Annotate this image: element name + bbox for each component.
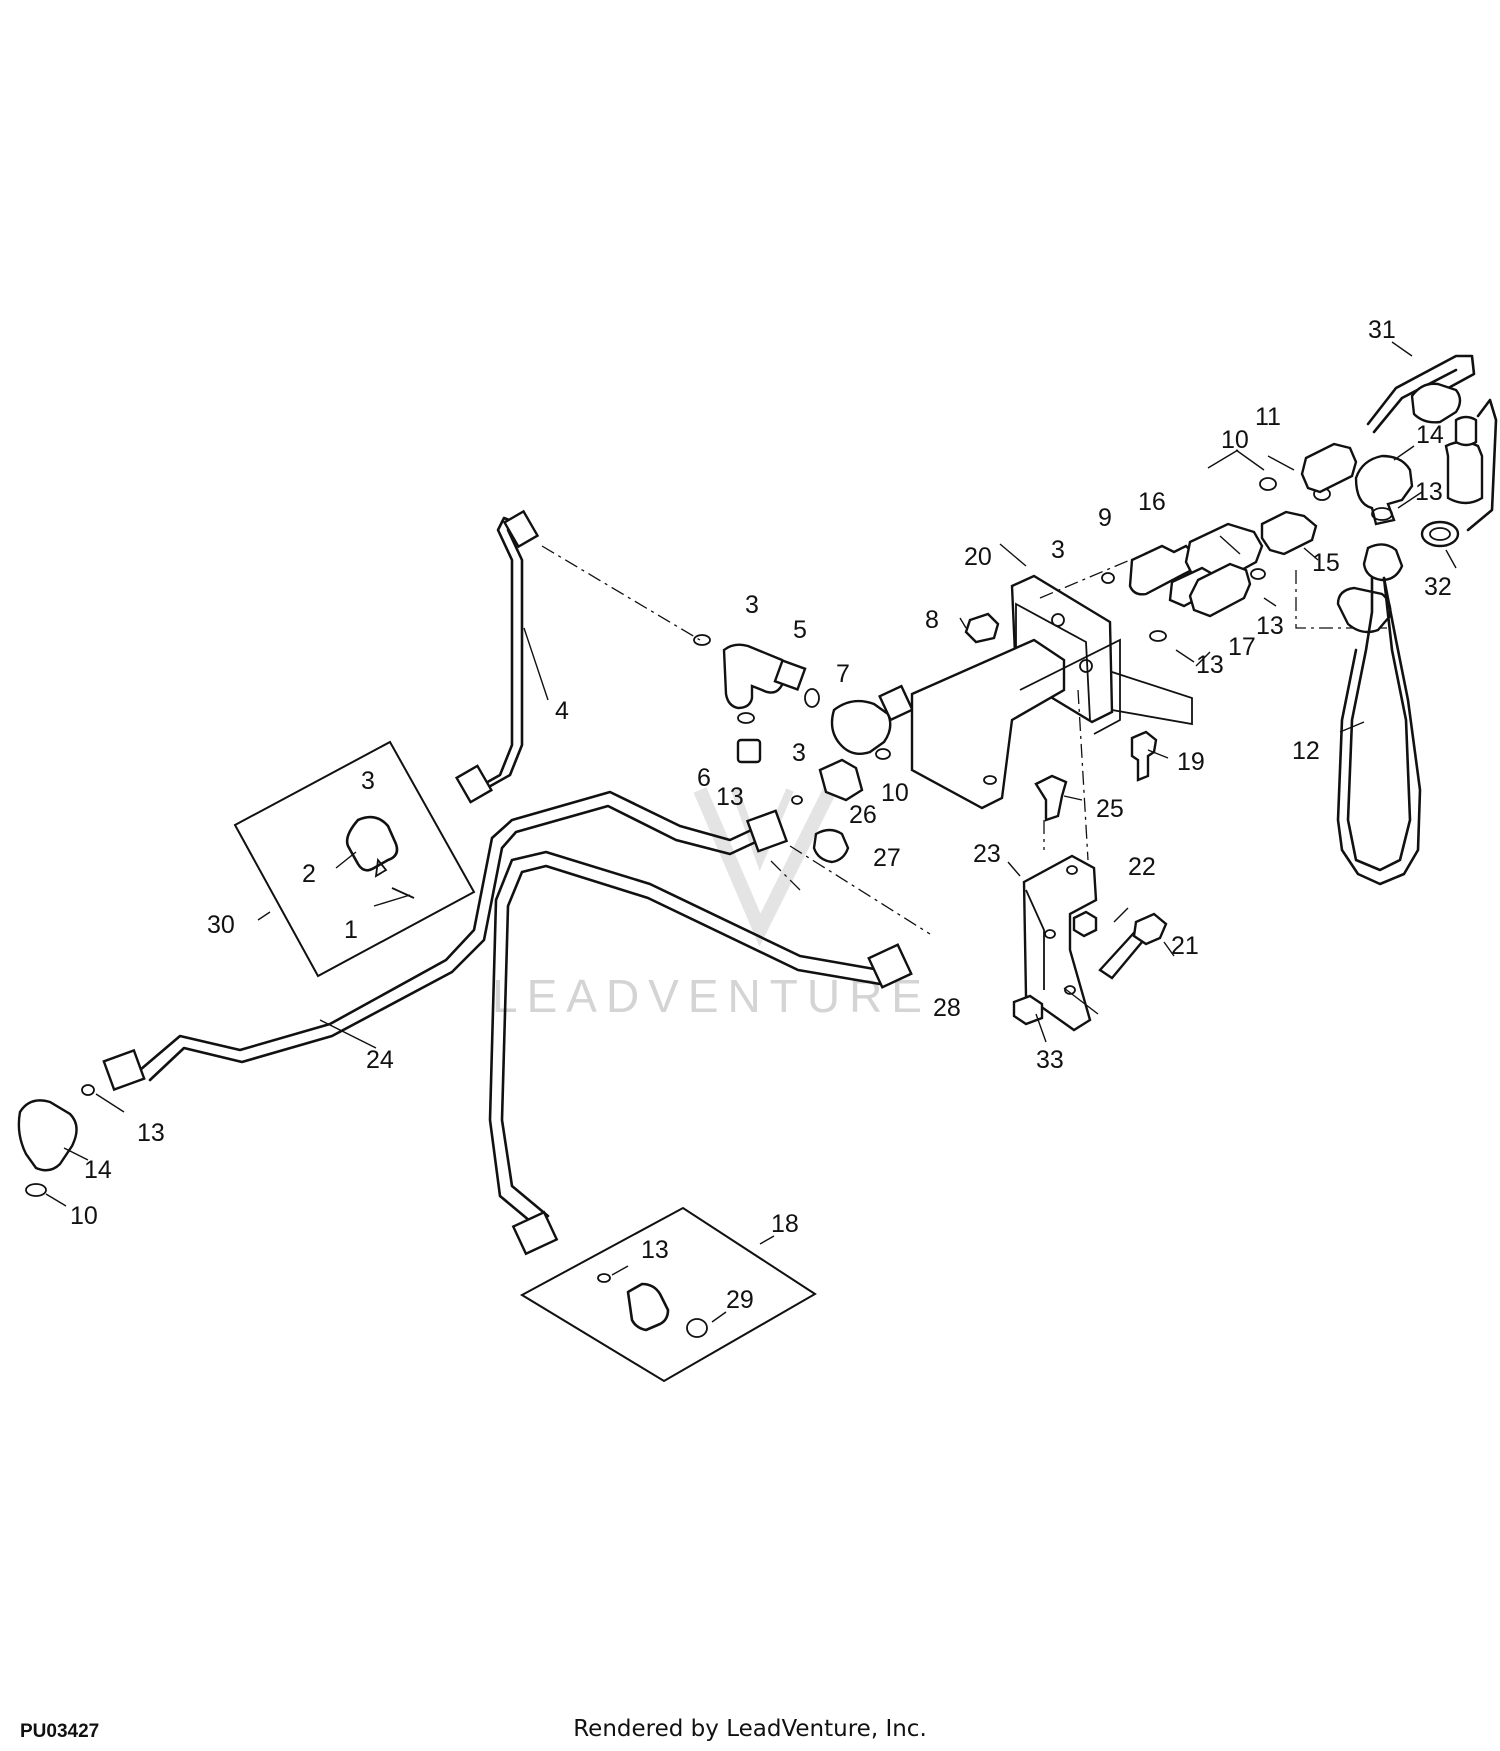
callout-28: 28 [933, 994, 961, 1022]
callout-12: 12 [1292, 737, 1320, 765]
callout-13: 13 [716, 783, 744, 811]
callout-32: 32 [1424, 573, 1452, 601]
callout-31: 31 [1368, 316, 1396, 344]
callout-3: 3 [792, 739, 806, 767]
callout-10: 10 [70, 1202, 98, 1230]
callout-9: 9 [1098, 504, 1112, 532]
callout-21: 21 [1171, 932, 1199, 960]
callout-33: 33 [1036, 1046, 1064, 1074]
callout-19: 19 [1177, 748, 1205, 776]
callout-14: 14 [1416, 421, 1444, 449]
bracket-20 [910, 543, 1193, 861]
callout-23: 23 [973, 840, 1001, 868]
fittings-center [541, 545, 914, 891]
detail-panel-18 [519, 1206, 817, 1383]
callout-14: 14 [84, 1156, 112, 1184]
bracket-23 [1007, 854, 1175, 1043]
tube-4 [454, 509, 549, 804]
callout-labels: 1 2 3 3 3 3 4 5 6 7 8 9 10 10 10 11 12 1… [70, 316, 1452, 1314]
callout-13: 13 [641, 1236, 669, 1264]
hose-12 [1336, 543, 1422, 886]
callout-6: 6 [697, 764, 711, 792]
plug-32 [1420, 398, 1498, 569]
callout-30: 30 [207, 911, 235, 939]
figure-id: PU03427 [20, 1721, 100, 1742]
tube-24 [102, 790, 789, 1092]
callout-8: 8 [925, 606, 939, 634]
callout-10: 10 [1221, 426, 1249, 454]
callout-4: 4 [555, 697, 569, 725]
callout-3: 3 [745, 591, 759, 619]
callout-20: 20 [964, 543, 992, 571]
callout-13: 13 [1256, 612, 1284, 640]
callout-27: 27 [873, 844, 901, 872]
fittings-right [1101, 442, 1423, 667]
elbow-14-lower [17, 1084, 125, 1207]
callout-24: 24 [366, 1046, 394, 1074]
render-credit: Rendered by LeadVenture, Inc. [573, 1716, 927, 1742]
dust-cap-31 [1366, 341, 1476, 434]
callout-25: 25 [1096, 795, 1124, 823]
callout-11: 11 [1255, 403, 1281, 431]
callout-3: 3 [1051, 536, 1065, 564]
watermark-text: LEADVENTURE [492, 970, 931, 1022]
callout-10: 10 [881, 779, 909, 807]
callout-1: 1 [344, 916, 358, 944]
callout-29: 29 [726, 1286, 754, 1314]
callout-5: 5 [793, 616, 807, 644]
callout-2: 2 [302, 860, 316, 888]
callout-22: 22 [1128, 853, 1156, 881]
callout-7: 7 [836, 660, 850, 688]
callout-13: 13 [1415, 478, 1443, 506]
detail-panel-30 [233, 740, 476, 978]
callout-16: 16 [1138, 488, 1166, 516]
callout-26: 26 [849, 801, 877, 829]
callout-17: 17 [1228, 633, 1256, 661]
callout-13: 13 [1196, 651, 1224, 679]
callout-3: 3 [361, 767, 375, 795]
callout-13: 13 [137, 1119, 165, 1147]
callout-18: 18 [771, 1210, 799, 1238]
tube-28 [488, 845, 931, 1256]
callout-15: 15 [1312, 549, 1340, 577]
